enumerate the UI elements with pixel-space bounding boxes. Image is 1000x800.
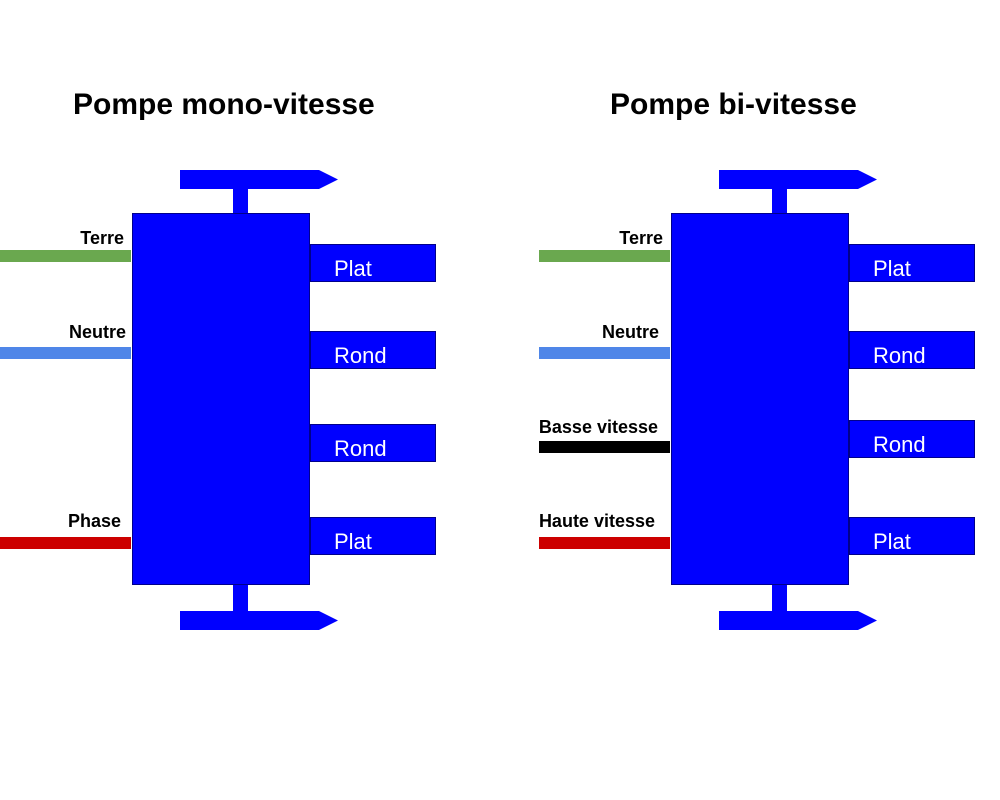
two-speed-pump-diagram: Pompe bi-vitesse Terre Neutre Basse vite… (539, 0, 1000, 800)
terminal-label: Rond (334, 343, 387, 368)
terminal-rond: Rond (310, 424, 436, 462)
wire-label-neutre: Neutre (601, 322, 659, 342)
terminal-plat: Plat (310, 517, 436, 555)
outlet-pipe-stem (233, 188, 248, 214)
terminal-label: Plat (334, 256, 372, 281)
wire-label-neutre: Neutre (68, 322, 126, 342)
terminal-plat: Plat (849, 517, 975, 555)
outlet-arrow-icon (719, 170, 877, 189)
terminal-plat: Plat (849, 244, 975, 282)
wire-label-terre: Terre (80, 228, 124, 248)
outlet-arrow-icon (180, 170, 338, 189)
pump-body (671, 213, 849, 585)
terminal-label: Rond (334, 436, 387, 461)
neutral-wire (0, 347, 131, 359)
wire-label-haute-vitesse: Haute vitesse (538, 511, 655, 531)
earth-wire (539, 250, 670, 262)
inlet-pipe-stem (772, 585, 787, 611)
terminal-rond: Rond (849, 331, 975, 369)
terminal-label: Rond (873, 343, 926, 368)
mono-speed-title: Pompe mono-vitesse (73, 88, 375, 121)
wire-label-phase: Phase (67, 511, 121, 531)
mono-speed-pump-diagram: Pompe mono-vitesse Terre Neutre Phase Pl… (0, 88, 436, 630)
terminal-plat: Plat (310, 244, 436, 282)
terminal-label: Plat (873, 529, 911, 554)
inlet-pipe-stem (233, 585, 248, 611)
earth-wire (0, 250, 131, 262)
terminal-label: Plat (873, 256, 911, 281)
high-speed-wire (539, 537, 670, 549)
phase-wire (0, 537, 131, 549)
outlet-pipe-stem (772, 188, 787, 214)
inlet-arrow-icon (719, 611, 877, 630)
neutral-wire (539, 347, 670, 359)
two-speed-title: Pompe bi-vitesse (610, 88, 857, 121)
inlet-arrow-icon (180, 611, 338, 630)
terminal-rond: Rond (849, 420, 975, 458)
terminal-label: Rond (873, 432, 926, 457)
terminal-rond: Rond (310, 331, 436, 369)
terminal-label: Plat (334, 529, 372, 554)
wire-label-terre: Terre (619, 228, 663, 248)
low-speed-wire (539, 441, 670, 453)
wire-label-basse-vitesse: Basse vitesse (538, 417, 658, 437)
pump-body (132, 213, 310, 585)
